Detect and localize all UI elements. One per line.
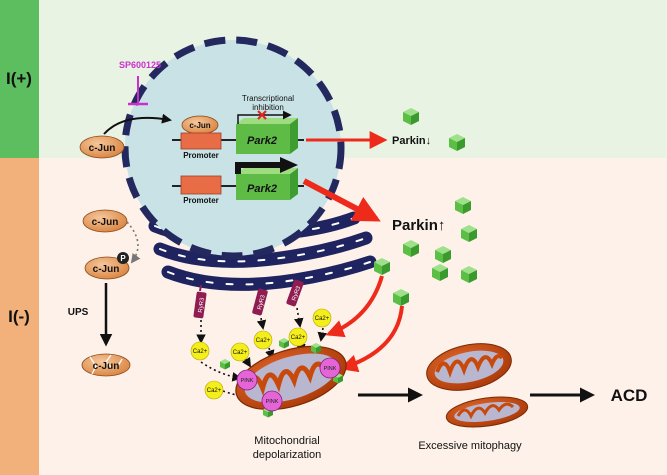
ryr3-label-3: RyR3 — [291, 285, 302, 302]
cjun-top — [79, 135, 125, 159]
degradation-cracks — [89, 354, 123, 375]
calcium-label-3: Ca2+ — [256, 338, 271, 344]
pink-label-3: PINK — [324, 366, 337, 372]
mitophagy-mito-2 — [445, 396, 529, 428]
calcium-label-4: Ca2+ — [291, 335, 306, 341]
bottom-panel-label: I(-) — [8, 307, 30, 326]
promoter-top — [180, 132, 222, 150]
acd-label: ACD — [611, 386, 648, 405]
mito-depolarization-line1: Mitochondrial — [254, 435, 319, 447]
transcription-arrow-bottom-head — [280, 157, 298, 173]
cjun-phospho-label: c-Jun — [93, 264, 120, 275]
calcium-ion-3: Ca2+ — [253, 330, 273, 350]
inhibition-cross-icon — [257, 110, 267, 120]
cjun-cytoplasm — [82, 209, 128, 233]
excessive-mitophagy-caption: Excessive mitophagy — [418, 440, 522, 452]
bottom-sidebar — [0, 158, 39, 475]
cjun-phospho — [84, 256, 130, 280]
cjun-in-nucleus-label: c-Jun — [189, 121, 210, 130]
transcription-arrow-bottom — [235, 162, 282, 174]
ryr3-channel-1: RyR3 — [193, 291, 207, 319]
park2-bottom-label: Park2 — [247, 183, 277, 195]
red-arrow-parkin-up — [302, 178, 381, 222]
pink-label-1: PINK — [241, 378, 254, 384]
pink-marker-1: PINK — [236, 369, 258, 391]
calcium-label-1: Ca2+ — [193, 349, 208, 355]
ryr3-channel-3: RyR3 — [286, 279, 304, 307]
calcium-ion-5: Ca2+ — [312, 308, 332, 328]
calcium-ion-2: Ca2+ — [230, 342, 250, 362]
calcium-label-5: Ca2+ — [315, 316, 330, 322]
mitophagy-mito-1 — [426, 343, 512, 391]
nucleus — [121, 36, 345, 260]
phosphorylation-arrow — [126, 221, 141, 264]
ryr3-channel-2: RyR3 — [252, 288, 268, 316]
park2-top-block — [236, 124, 290, 154]
cjun-entry-arrow — [103, 113, 172, 135]
parkin-down-label: Parkin↓ — [392, 135, 431, 147]
transcriptional-inhibition-line2: inhibition — [252, 103, 284, 112]
cjun-cytoplasm-label: c-Jun — [92, 217, 119, 228]
parkin-up-label: Parkin↑ — [392, 217, 445, 234]
pink-marker-2: PINK — [261, 390, 283, 412]
top-sidebar — [0, 0, 39, 158]
ups-label: UPS — [68, 307, 89, 318]
calcium-ion-6: Ca2+ — [204, 380, 224, 400]
park2-bottom-block — [236, 174, 290, 200]
calcium-ion-1: Ca2+ — [190, 341, 210, 361]
park2-bottom-block-side — [290, 168, 298, 200]
mito-depolarization-line2: depolarization — [253, 449, 322, 461]
transcription-arrow-top — [237, 110, 292, 124]
promoter-top-label: Promoter — [183, 151, 219, 160]
ryr3-stem-1 — [199, 284, 202, 292]
promoter-bottom-label: Promoter — [183, 196, 219, 205]
park2-top-block-side — [290, 118, 298, 154]
sp600125-label: SP600125 — [119, 60, 161, 70]
cjun-degraded-label: c-Jun — [93, 361, 120, 372]
pink-marker-3: PINK — [319, 357, 341, 379]
calcium-label-6: Ca2+ — [207, 388, 222, 394]
cjun-top-label: c-Jun — [89, 143, 116, 154]
phospho-tag — [117, 252, 129, 264]
park2-top-block-top — [236, 118, 298, 124]
calcium-label-2: Ca2+ — [233, 350, 248, 356]
pink-label-2: PINK — [266, 399, 279, 405]
ryr3-label-1: RyR3 — [198, 297, 206, 313]
top-panel-label: I(+) — [6, 69, 32, 88]
phospho-tag-label: P — [120, 254, 126, 263]
ryr3-label-2: RyR3 — [257, 294, 267, 311]
red-arrow-parkin-to-mito-2 — [339, 305, 404, 373]
red-arrow-parkin-to-mito-1 — [325, 275, 384, 338]
bottom-panel — [0, 158, 667, 475]
transcriptional-inhibition-line1: Transcriptional — [242, 94, 294, 103]
promoter-bottom — [180, 175, 222, 195]
calcium-ion-4: Ca2+ — [288, 327, 308, 347]
park2-top-label: Park2 — [247, 135, 277, 147]
